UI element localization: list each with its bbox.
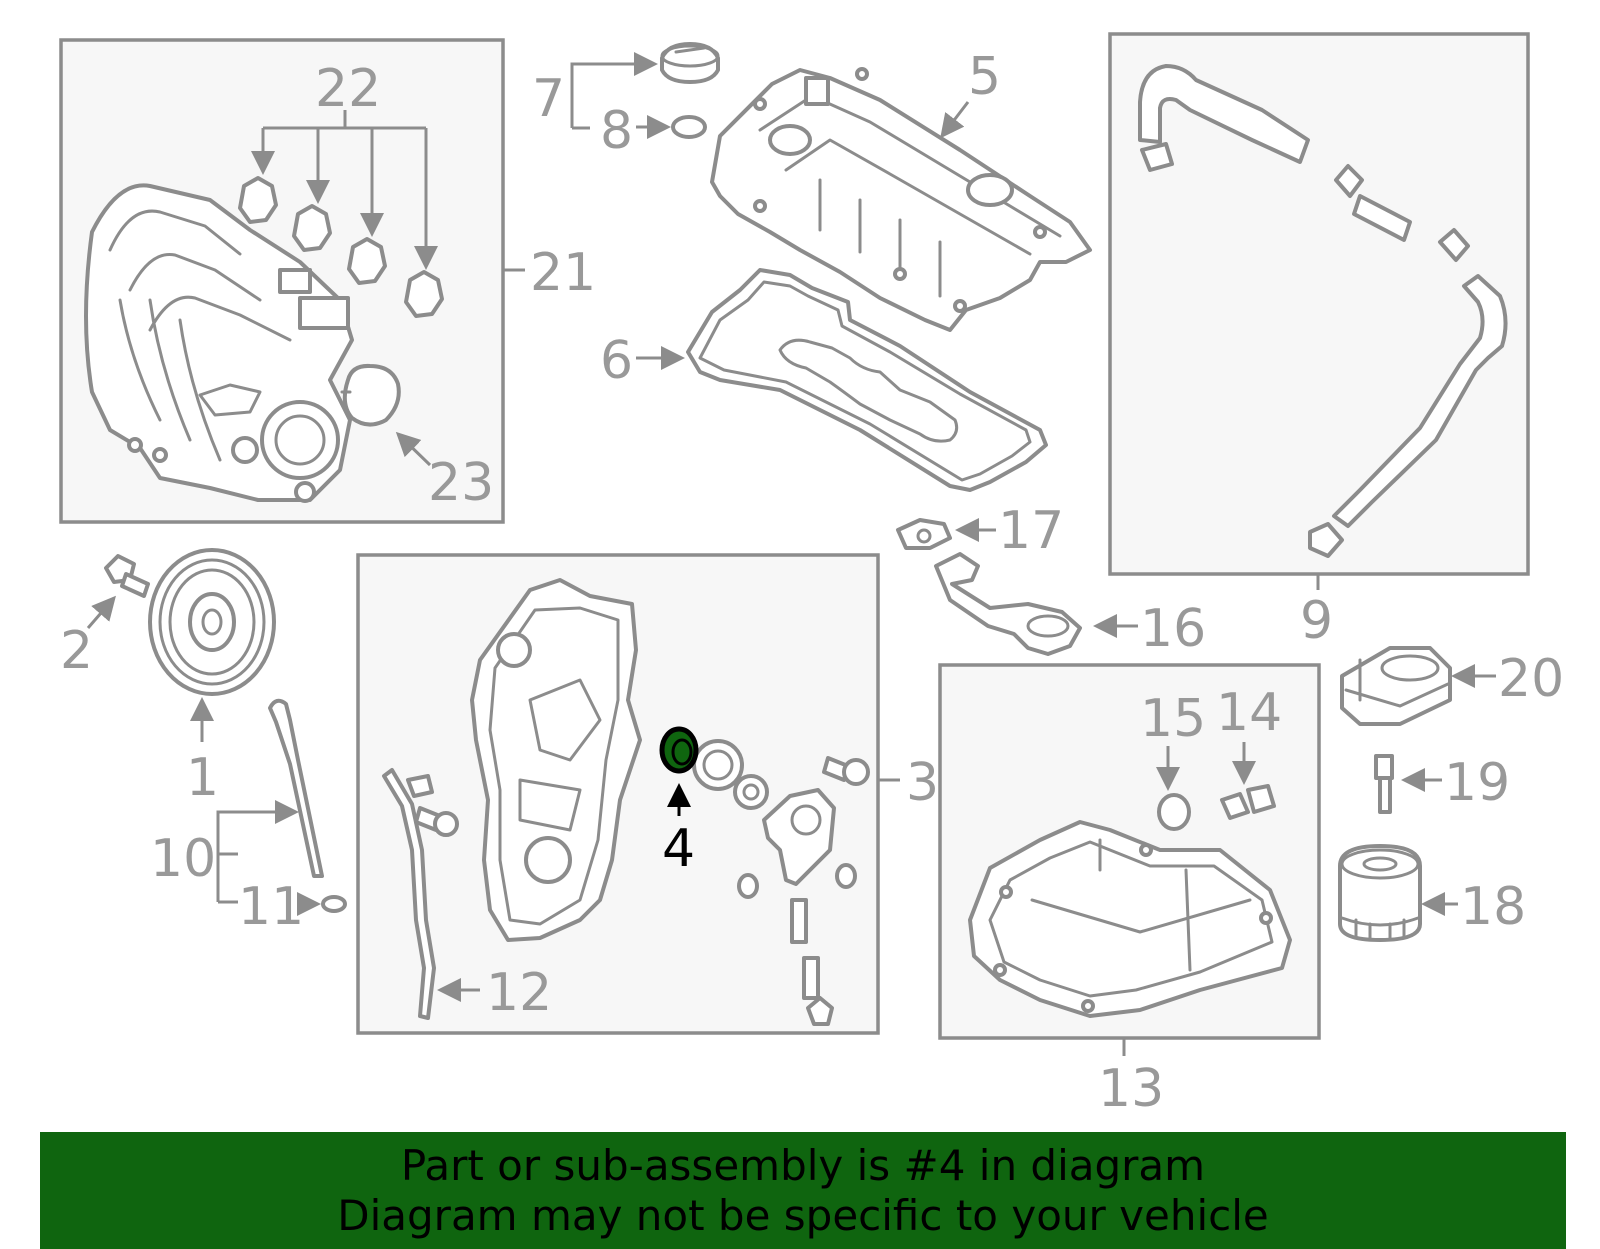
drain-plug-washer-part [1157,793,1191,831]
callout-9: 9 [1300,591,1333,651]
callout-12: 12 [486,963,552,1023]
callout-21: 21 [530,243,596,303]
timing-chain-guide-tube-part [382,768,436,1020]
oil-drain-plug-part [1220,784,1276,820]
callout-8: 8 [600,101,633,161]
oil-filter-part [1338,844,1422,942]
breather-hose-group-box [1108,32,1530,576]
dipstick-o-ring-part [321,895,347,913]
intake-manifold-part [84,183,354,503]
oil-pump-bolt-part [822,756,870,786]
timing-cover-bolt-part [414,806,459,837]
crankshaft-pulley-part [148,548,276,696]
crankshaft-pulley-bolt-part [104,554,150,598]
oil-pan-part [968,820,1292,1018]
callout-3: 3 [906,753,939,813]
front-crankshaft-seal-highlighted[interactable] [659,726,699,774]
callout-22: 22 [315,59,381,119]
oil-dipstick-part [268,698,324,878]
callout-23: 23 [428,453,494,513]
callout-11: 11 [238,877,304,937]
callout-17: 17 [998,501,1064,561]
banner-line-1: Part or sub-assembly is #4 in diagram [400,1141,1206,1190]
callout-4: 4 [662,819,695,879]
callout-7: 7 [532,69,565,129]
callout-2: 2 [60,621,93,681]
callout-1: 1 [186,748,219,808]
throttle-body-gasket-part [340,363,401,427]
callout-20: 20 [1498,649,1564,709]
valve-cover-gasket-part [686,268,1048,492]
callout-13: 13 [1098,1059,1164,1119]
callout-19: 19 [1444,753,1510,813]
banner-line-2: Diagram may not be specific to your vehi… [337,1191,1269,1240]
oil-pump-rotors-part [692,739,769,810]
oil-filler-cap-part [660,42,720,84]
callout-16: 16 [1140,599,1206,659]
timing-cover-part [470,578,642,942]
callout-6: 6 [600,331,633,391]
valve-cover-part [710,67,1092,332]
callout-10: 10 [150,829,216,889]
pcv-gasket-part [896,518,952,550]
callout-14: 14 [1216,683,1282,743]
manifold-gaskets-part [238,176,444,318]
oil-pipe-part [934,552,1082,656]
callout-18: 18 [1460,877,1526,937]
info-banner: Part or sub-assembly is #4 in diagram Di… [40,1132,1566,1249]
oil-pump-housing-part [737,788,857,1026]
callout-15: 15 [1140,689,1206,749]
pcv-breather-hose-part [1138,64,1508,558]
callout-22-leaders [251,110,438,270]
callout-5: 5 [968,47,1001,107]
filler-cap-o-ring-part [671,115,707,139]
oil-cooler-part [1340,646,1452,726]
oil-cooler-bolt-part [1374,754,1394,814]
